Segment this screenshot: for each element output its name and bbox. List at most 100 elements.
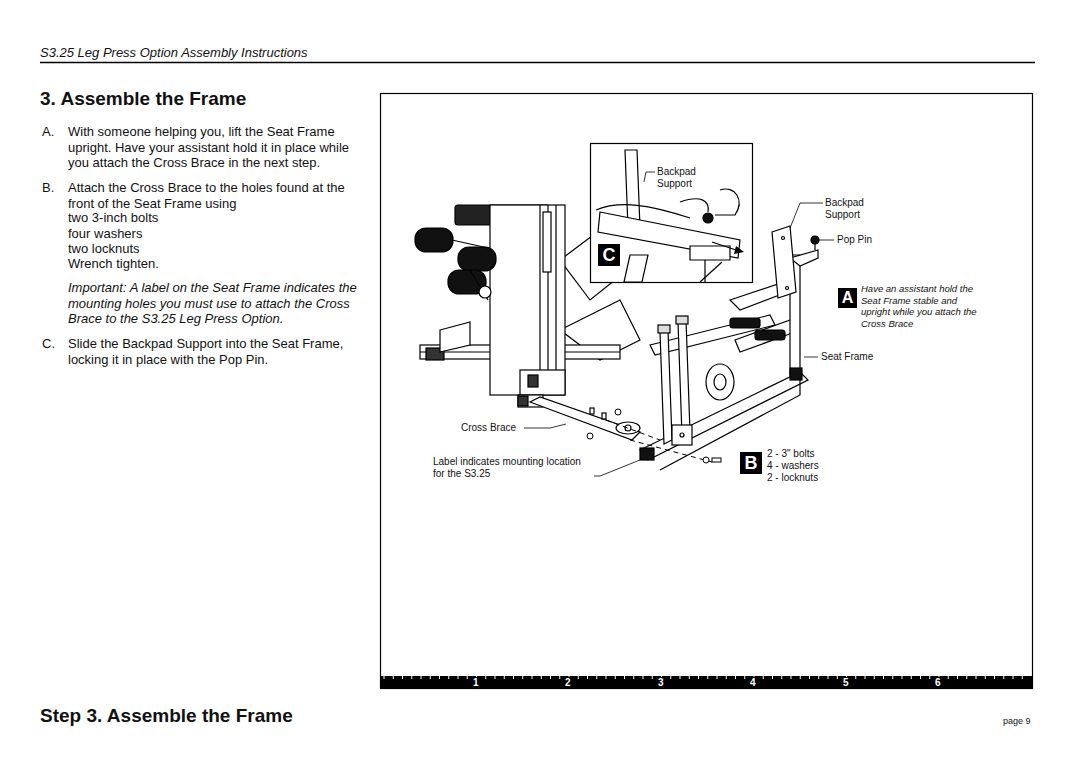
- part-label: Pop Pin: [836, 234, 873, 246]
- ruler-tick: [680, 676, 681, 679]
- ruler-number: 1: [471, 677, 481, 688]
- callout-text: A: [842, 290, 854, 306]
- ruler-tick: [615, 676, 616, 679]
- step-letter: C.: [42, 336, 55, 352]
- ruler-tick: [781, 676, 782, 679]
- ruler-tick: [411, 676, 412, 679]
- ruler-tick: [458, 676, 459, 679]
- part-label: Seat Frame: [820, 351, 874, 363]
- ruler-tick: [865, 676, 866, 679]
- ruler-tick: [744, 676, 745, 679]
- ruler-tick: [495, 676, 496, 679]
- ruler-tick: [587, 676, 588, 679]
- instruction-text: Attach the Cross Brace to the holes foun…: [68, 180, 368, 211]
- ruler-tick: [559, 676, 560, 679]
- parts-item: two 3-inch bolts: [68, 210, 158, 226]
- ruler-tick: [791, 676, 792, 679]
- part-label: Backpad Support: [656, 166, 708, 190]
- ruler-number: 6: [933, 677, 943, 688]
- section-title: 3. Assemble the Frame: [40, 88, 246, 111]
- ruler-tick: [606, 676, 607, 679]
- ruler-number: 4: [748, 677, 758, 688]
- ruler-tick: [439, 676, 440, 679]
- step-letter: B.: [42, 180, 54, 196]
- ruler-tick: [513, 676, 514, 679]
- ruler-tick: [994, 676, 995, 679]
- inset-drawing: [591, 144, 753, 283]
- parts-item: 4 - washers: [766, 460, 820, 472]
- ruler-tick: [883, 676, 884, 679]
- ruler-tick: [522, 676, 523, 679]
- ruler-tick: [855, 676, 856, 679]
- ruler-tick: [735, 676, 736, 679]
- ruler-tick: [818, 676, 819, 679]
- ruler-tick: [504, 676, 505, 679]
- ruler-tick: [633, 676, 634, 679]
- ruler-tick: [874, 676, 875, 679]
- ruler-tick: [966, 676, 967, 679]
- ruler-tick: [698, 676, 699, 679]
- ruler-tick: [828, 676, 829, 679]
- ruler-tick: [892, 676, 893, 679]
- ruler-tick: [1022, 676, 1023, 679]
- ruler-tick: [1003, 676, 1004, 679]
- ruler-tick: [670, 676, 671, 679]
- ruler-tick: [763, 676, 764, 679]
- ruler-tick: [800, 676, 801, 679]
- instruction-text: Wrench tighten.: [68, 256, 159, 272]
- ruler-tick: [624, 676, 625, 679]
- ruler-tick: [985, 676, 986, 679]
- callout-letter: A: [838, 288, 857, 308]
- callout-text: B: [745, 454, 758, 472]
- ruler-tick: [911, 676, 912, 679]
- ruler-tick: [707, 676, 708, 679]
- step-caption: Step 3. Assemble the Frame: [40, 705, 293, 728]
- ruler-bar: [381, 676, 1032, 688]
- parts-item: two locknuts: [68, 241, 140, 257]
- ruler-tick: [384, 676, 385, 679]
- ruler-tick: [467, 676, 468, 679]
- ruler-tick: [902, 676, 903, 679]
- callout-text: C: [603, 246, 616, 264]
- ruler-tick: [550, 676, 551, 679]
- instruction-text: Slide the Backpad Support into the Seat …: [68, 336, 368, 367]
- ruler-number: 3: [656, 677, 666, 688]
- ruler-tick: [1013, 676, 1014, 679]
- ruler-tick: [772, 676, 773, 679]
- ruler-tick: [726, 676, 727, 679]
- header-rule: [40, 62, 1035, 64]
- part-label: Cross Brace: [460, 422, 517, 434]
- instruction-text: With someone helping you, lift the Seat …: [68, 124, 373, 171]
- ruler-tick: [643, 676, 644, 679]
- parts-item: 2 - 3" bolts: [766, 448, 815, 460]
- ruler-tick: [402, 676, 403, 679]
- ruler-tick: [837, 676, 838, 679]
- ruler-tick: [689, 676, 690, 679]
- page-header: S3.25 Leg Press Option Assembly Instruct…: [40, 45, 308, 61]
- parts-item: four washers: [68, 226, 142, 242]
- ruler-tick: [541, 676, 542, 679]
- ruler-number: 2: [563, 677, 573, 688]
- parts-item: 2 - locknuts: [766, 472, 819, 484]
- ruler-tick: [448, 676, 449, 679]
- ruler-tick: [596, 676, 597, 679]
- ruler-tick: [485, 676, 486, 679]
- figure-frame: [381, 94, 1033, 689]
- part-label: Backpad Support: [824, 197, 876, 221]
- ruler-tick: [948, 676, 949, 679]
- ruler-tick: [809, 676, 810, 679]
- callout-letter: C: [598, 244, 620, 266]
- ruler-tick: [421, 676, 422, 679]
- ruler-tick: [717, 676, 718, 679]
- ruler-tick: [393, 676, 394, 679]
- ruler-tick: [652, 676, 653, 679]
- leader-lines: [524, 172, 834, 476]
- ruler-tick: [929, 676, 930, 679]
- ruler-tick: [957, 676, 958, 679]
- page-number: page 9: [1003, 716, 1031, 727]
- ruler-tick: [532, 676, 533, 679]
- ruler-tick: [578, 676, 579, 679]
- part-label: Label indicates mounting location for th…: [432, 456, 594, 480]
